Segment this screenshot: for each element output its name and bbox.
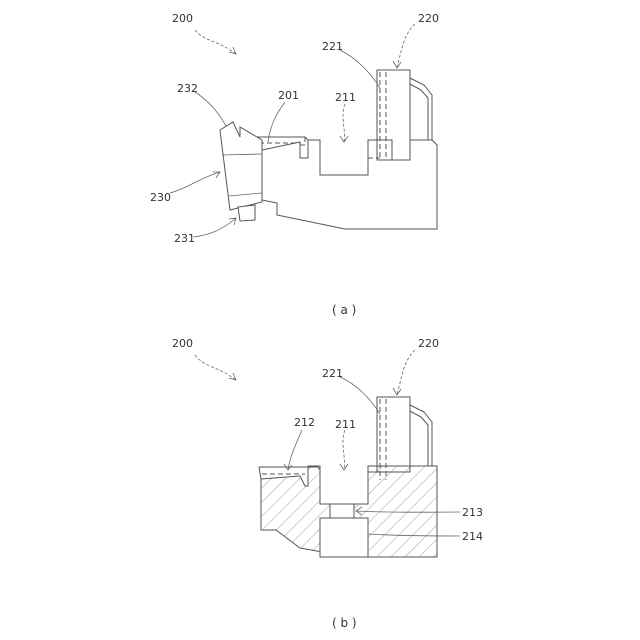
rail-212-front: [259, 467, 261, 479]
label-220b: 220: [418, 337, 439, 350]
leader-232a: [195, 92, 226, 126]
knob-231: [238, 205, 255, 221]
leader-220b-arrow: [393, 388, 401, 395]
leader-200b: [195, 355, 236, 380]
leader-230a: [170, 172, 220, 193]
body-200-outline: [262, 140, 437, 229]
label-220a: 220: [418, 12, 439, 25]
leader-221a: [340, 50, 380, 88]
clip-220-outer: [410, 78, 432, 140]
leader-212b: [288, 430, 302, 470]
label-231a: 231: [174, 232, 195, 245]
label-221b: 221: [322, 367, 343, 380]
label-230a: 230: [150, 191, 171, 204]
leader-201a: [268, 102, 285, 142]
leader-231a: [193, 218, 236, 237]
clip-220-inner: [410, 84, 428, 140]
label-201a: 201: [278, 89, 299, 102]
cavity-213: [330, 504, 354, 518]
leader-221b: [340, 377, 380, 414]
label-200b: 200: [172, 337, 193, 350]
label-213b: 213: [462, 506, 483, 519]
leader-211b: [343, 430, 345, 470]
label-211b: 211: [335, 418, 356, 431]
figure-a: 200 220 221 232 201 211 230 231 ( a ): [150, 12, 439, 317]
clip-220-b-inner: [410, 411, 428, 466]
cavity-214: [320, 518, 368, 557]
clip-220-b-outer: [410, 405, 432, 466]
leader-211a: [343, 104, 345, 142]
label-232a: 232: [177, 82, 198, 95]
leader-200a: [195, 30, 236, 54]
leader-220a: [397, 24, 415, 68]
caption-a: ( a ): [332, 303, 356, 317]
leader-220b: [397, 350, 415, 395]
label-211a: 211: [335, 91, 356, 104]
lever-230: [220, 122, 262, 210]
label-214b: 214: [462, 530, 483, 543]
label-212b: 212: [294, 416, 315, 429]
caption-b: ( b ): [332, 616, 357, 630]
label-221a: 221: [322, 40, 343, 53]
post-221-b: [377, 397, 410, 472]
figure-b: 200 220 221 212 211 213 214 ( b ): [172, 337, 483, 630]
label-200a: 200: [172, 12, 193, 25]
